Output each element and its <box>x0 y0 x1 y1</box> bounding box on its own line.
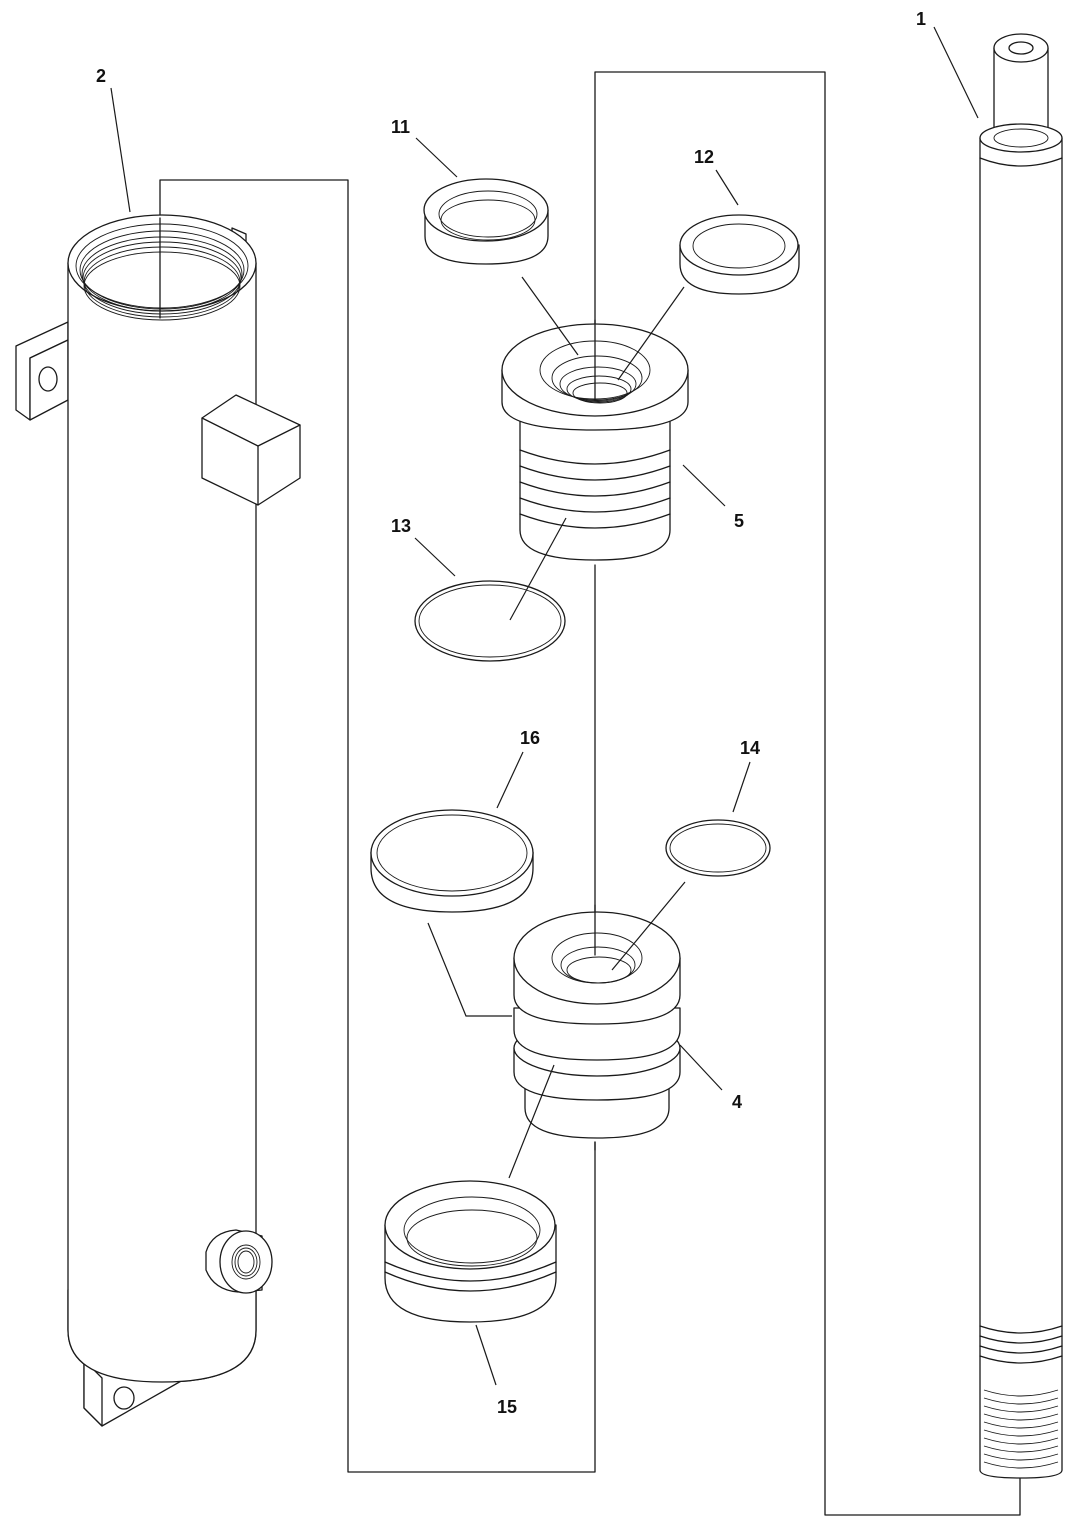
part-4-piston <box>513 911 681 1139</box>
leader-15-to-4 <box>508 1064 555 1179</box>
leader-11-to-5 <box>521 276 579 356</box>
leader-14 <box>732 761 751 813</box>
leader-12 <box>715 169 739 206</box>
part-1-piston-rod <box>979 33 1063 1479</box>
leader-1 <box>933 26 979 119</box>
callout-16: 16 <box>520 728 540 748</box>
part-15-piston-seal <box>384 1180 557 1323</box>
leader-4 <box>679 1044 723 1091</box>
part-2-cylinder-barrel <box>15 214 301 1427</box>
leader-2 <box>110 87 131 213</box>
leader-lines <box>110 26 979 1386</box>
callout-15: 15 <box>497 1397 517 1417</box>
callout-labels: 1 2 4 5 11 12 13 14 15 16 <box>96 9 926 1417</box>
leader-11 <box>415 137 458 178</box>
callout-4: 4 <box>732 1092 742 1112</box>
leader-16-to-4 <box>427 922 512 1017</box>
callout-14: 14 <box>740 738 760 758</box>
leader-13-to-5 <box>509 517 567 621</box>
assembly-path-overlays <box>159 217 596 1151</box>
leader-13 <box>414 537 456 577</box>
part-14-o-ring <box>665 819 771 877</box>
leader-5 <box>682 464 726 507</box>
leader-15 <box>475 1324 497 1386</box>
part-16-ring <box>370 809 534 913</box>
callout-1: 1 <box>916 9 926 29</box>
leader-16 <box>496 751 524 809</box>
part-13-o-ring <box>414 580 566 662</box>
leader-14-to-4 <box>611 881 686 971</box>
callout-2: 2 <box>96 66 106 86</box>
part-12-wiper <box>679 214 800 295</box>
callout-13: 13 <box>391 516 411 536</box>
callout-11: 11 <box>391 117 410 137</box>
callout-5: 5 <box>734 511 744 531</box>
assembly-path-rod <box>594 71 1021 1516</box>
leader-12-to-5 <box>617 286 685 381</box>
part-11-rod-seal <box>423 178 549 265</box>
callout-12: 12 <box>694 147 714 167</box>
assembly-path-barrel <box>159 179 596 1473</box>
